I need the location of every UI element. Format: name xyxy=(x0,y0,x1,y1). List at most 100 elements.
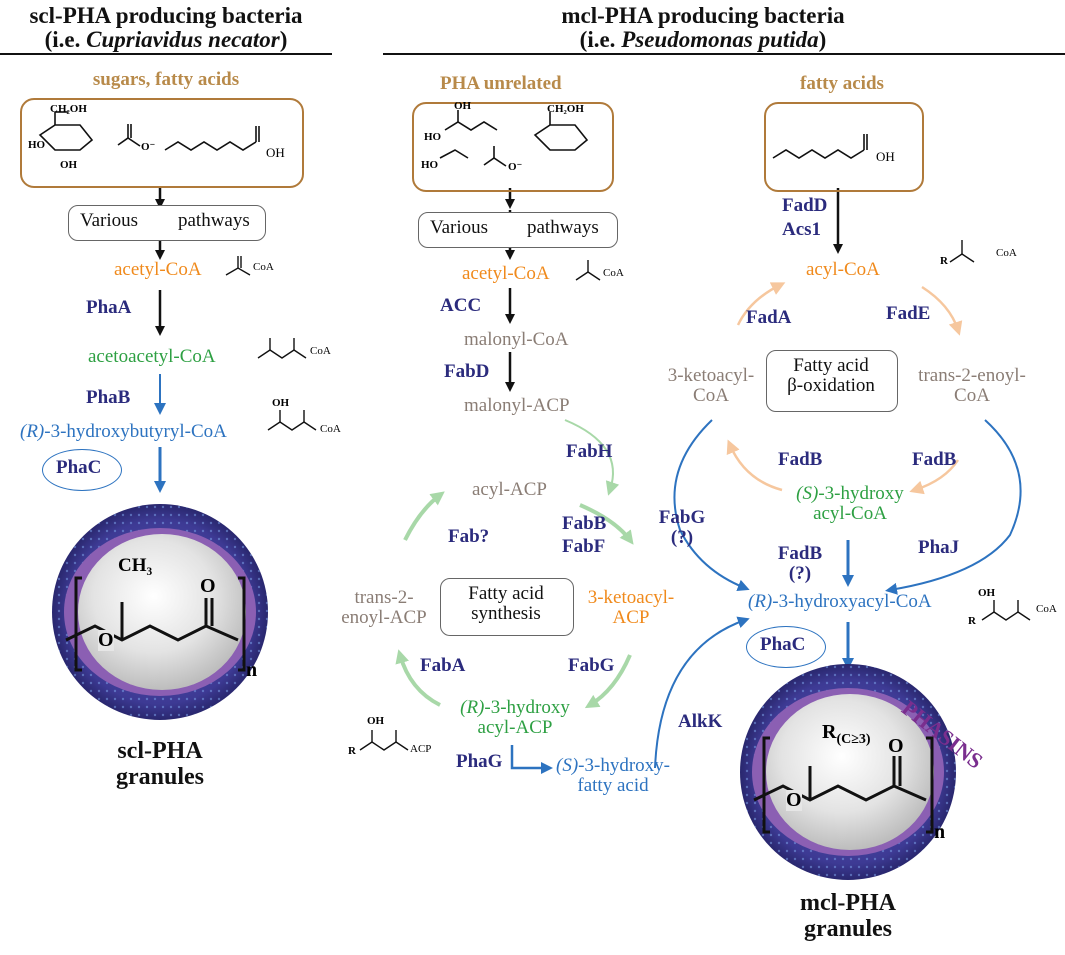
right-enoylcoa: trans-2-enoyl- CoA xyxy=(902,366,1042,406)
mid-acetate-o: O⁻ xyxy=(508,161,523,173)
mid-source-box xyxy=(412,102,614,192)
mid-hacp-stereo: (R) xyxy=(460,697,485,718)
right-enzyme-fadB1: FadB xyxy=(778,449,823,470)
right-ketoacylcoa-line1: 3-ketoacyl- xyxy=(667,365,755,386)
right-granule-label: mcl-PHA granules xyxy=(748,890,948,943)
mid-enzyme-alkK: AlkK xyxy=(678,711,723,732)
left-hbcoa: (R)-3-hydroxybutyryl-CoA xyxy=(20,422,227,442)
right-fa-oh: OH xyxy=(876,149,895,164)
right-header-line1: mcl-PHA producing bacteria xyxy=(561,3,845,28)
arrow-fadE xyxy=(921,285,963,336)
right-enzyme-phaJ: PhaJ xyxy=(918,537,960,558)
right-granule-line2: granules xyxy=(803,916,892,943)
ethanol-structure xyxy=(439,149,469,159)
right-fadB3-qmark: (?) xyxy=(788,562,812,584)
right-shacylcoa-line1: (S)-3-hydroxy xyxy=(780,484,920,504)
arrow-phaG xyxy=(510,745,553,774)
right-shacylcoa-stereo: (S) xyxy=(796,483,819,504)
mid-various-box xyxy=(418,212,618,248)
right-granule-line1: mcl-PHA xyxy=(800,890,896,916)
left-header-pre: (i.e. xyxy=(44,27,87,53)
mid-acetylcoa-coa: CoA xyxy=(603,267,624,279)
left-header-line1: scl-PHA producing bacteria xyxy=(29,3,303,28)
left-granule-line2: granules xyxy=(115,764,204,791)
left-acetylcoa: acetyl-CoA xyxy=(114,259,202,280)
left-poly-n: n xyxy=(246,659,258,681)
right-fabG-label: FabG xyxy=(658,507,706,528)
mid-shfa-text: -3-hydroxy- xyxy=(578,755,670,776)
left-source-box xyxy=(20,98,304,188)
left-header: scl-PHA producing bacteria (i.e. Cupriav… xyxy=(0,3,332,53)
right-ketoacylcoa-line2: CoA xyxy=(693,384,729,406)
right-header-line2: (i.e. Pseudomonas putida) xyxy=(383,28,1023,52)
right-rhacylcoa: (R)-3-hydroxyacyl-CoA xyxy=(748,592,932,612)
arrow-fab-q xyxy=(403,491,445,541)
mid-acetylcoa: acetyl-CoA xyxy=(462,263,550,284)
mid-malonylcoa: malonyl-CoA xyxy=(464,329,569,350)
right-enzyme-fadB-q: FadB (?) xyxy=(770,544,830,584)
mid-enzyme-fabG: FabG xyxy=(568,655,615,676)
acetoacetylcoa-structure xyxy=(257,338,307,359)
arrow-fabH xyxy=(564,419,620,496)
mid-enoylacp: trans-2- enoyl-ACP xyxy=(334,588,434,628)
arrow-alkK xyxy=(654,616,750,769)
left-header-post: ) xyxy=(279,27,288,53)
left-hb-coa: CoA xyxy=(320,423,341,435)
right-phaC-ellipse xyxy=(746,626,826,668)
mid-various: Various xyxy=(430,217,489,238)
mid-enoylacp-line1: trans-2- xyxy=(354,587,414,608)
glucose-structure-mid xyxy=(533,112,589,151)
left-hb-oh: OH xyxy=(272,397,290,409)
right-enzyme-fadD: FadD xyxy=(782,195,828,216)
left-acetate-o: O⁻ xyxy=(141,141,156,153)
arrow-fabBF xyxy=(579,503,634,545)
acetylcoa-structure-left xyxy=(225,256,251,276)
left-header-organism: Cupriavidus necator xyxy=(86,27,280,53)
left-acetoacetyl-coa-label: CoA xyxy=(310,345,331,357)
mid-hydroxyacylacp: (R)-3-hydroxy acyl-ACP xyxy=(440,698,590,738)
mid-source-label: PHA unrelated xyxy=(440,73,562,94)
mid-shfa-line2: fatty acid xyxy=(577,774,649,796)
right-source-label: fatty acids xyxy=(800,73,884,94)
right-ketoacylcoa: 3-ketoacyl- CoA xyxy=(656,366,766,406)
left-hbcoa-text: -3-hydroxybutyryl-CoA xyxy=(44,421,227,442)
mid-pathways: pathways xyxy=(527,217,599,238)
right-header: mcl-PHA producing bacteria (i.e. Pseudom… xyxy=(383,3,1023,52)
hb-coa-structure xyxy=(267,410,317,431)
left-poly-o: O xyxy=(98,629,114,651)
right-rhacylcoa-stereo: (R) xyxy=(748,591,773,612)
arrow-phaJ xyxy=(885,419,1022,595)
fas-line1: Fatty acid xyxy=(468,583,544,604)
arrow-fabG-q xyxy=(673,419,750,591)
beta-oxidation-box xyxy=(766,350,898,412)
left-pathways: pathways xyxy=(178,210,250,231)
rhacylcoa-structure xyxy=(981,600,1031,621)
glycerol-structure xyxy=(444,110,498,131)
right-enzyme-fadB2: FadB xyxy=(912,449,957,470)
mid-ethanol-ho: HO xyxy=(421,159,439,171)
left-enzyme-phaB: PhaB xyxy=(86,387,131,408)
left-ch2oh-label: CH₂OH xyxy=(50,103,87,115)
arrow-fadB-right xyxy=(909,459,960,495)
right-shacylcoa: (S)-3-hydroxy acyl-CoA xyxy=(780,484,920,524)
left-glc-ho: HO xyxy=(28,139,46,151)
right-shacylcoa-text: -3-hydroxy xyxy=(818,483,904,504)
left-granule-label: scl-PHA granules xyxy=(60,738,260,791)
scl-pha-granule-graphic xyxy=(52,504,268,720)
right-rhacylcoa-text: -3-hydroxyacyl-CoA xyxy=(772,591,932,612)
right-enzyme-fabG-q: FabG (?) xyxy=(652,508,712,548)
beta-oxidation-label: Fatty acid β-oxidation xyxy=(766,356,896,396)
mid-enzyme-fabD: FabD xyxy=(444,361,490,382)
left-acetylcoa-coa: CoA xyxy=(253,261,274,273)
acylcoa-structure xyxy=(949,240,975,263)
right-fabG-qmark: (?) xyxy=(670,526,694,548)
right-shacylcoa-line2: acyl-CoA xyxy=(813,502,887,524)
fas-box xyxy=(440,578,574,636)
mid-ketoacylacp-line1: 3-ketoacyl- xyxy=(587,587,675,608)
right-acylcoa: acyl-CoA xyxy=(806,259,880,280)
mid-ch2oh: CH₂OH xyxy=(547,103,584,115)
arrow-fabA xyxy=(395,649,441,707)
fas-label: Fatty acid synthesis xyxy=(440,584,572,624)
